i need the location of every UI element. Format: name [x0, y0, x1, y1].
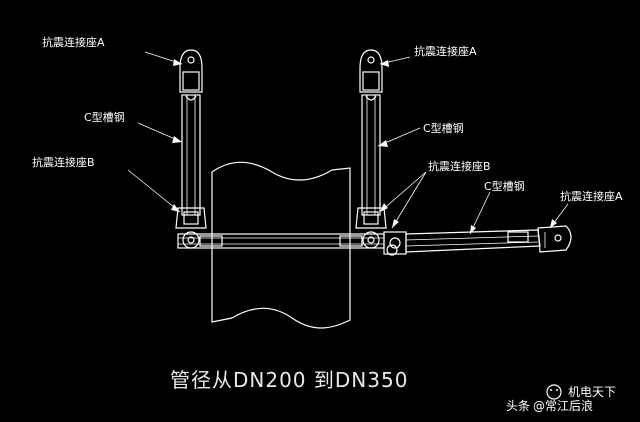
right-seat-b [355, 207, 387, 249]
right-vertical-channel [361, 94, 381, 216]
watermark-account: @常江后浪 [533, 398, 593, 413]
brace-seat-b [383, 231, 407, 256]
brace-seat-a [537, 225, 572, 253]
label-left-channel: C型槽钢 [84, 110, 125, 124]
watermark: 头条 @常江后浪 机电天下 [506, 384, 616, 413]
left-vertical-channel [181, 94, 201, 216]
caption: 管径从DN200 到DN350 [170, 368, 408, 392]
label-right-seat-a: 抗震连接座A [414, 44, 477, 58]
leader-lines [127, 51, 569, 235]
left-seat-b [175, 207, 207, 249]
label-brace-seat-a: 抗震连接座A [560, 189, 623, 203]
label-left-seat-b: 抗震连接座B [32, 155, 95, 169]
label-right-channel: C型槽钢 [423, 121, 464, 135]
label-brace-channel: C型槽钢 [484, 179, 525, 193]
horizontal-channel [177, 233, 385, 249]
label-right-seat-b: 抗震连接座B [428, 159, 491, 173]
label-left-seat-a: 抗震连接座A [42, 35, 105, 49]
brace-channel [405, 229, 541, 253]
left-seat-a [179, 49, 203, 101]
wechat-icon [546, 384, 562, 400]
pipe [211, 161, 351, 329]
watermark-brand: 机电天下 [568, 385, 616, 399]
watermark-source: 头条 [506, 399, 530, 413]
right-seat-a [359, 49, 383, 101]
